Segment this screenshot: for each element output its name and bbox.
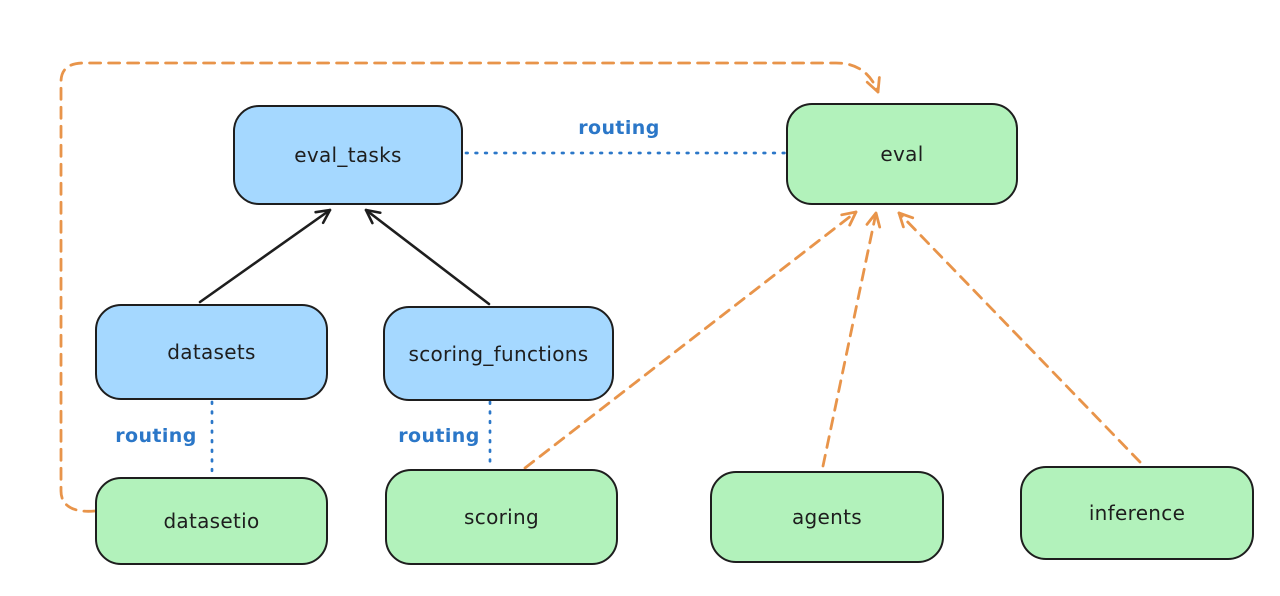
edge-label-routing-top: routing — [578, 117, 660, 139]
arrow-datasets-to-eval-tasks — [198, 208, 332, 304]
edge-label-routing-middle: routing — [398, 425, 480, 447]
dashed-arrow-scoring-to-eval — [523, 210, 858, 470]
edge-label-routing-left: routing — [115, 425, 197, 447]
node-scoring: scoring — [385, 469, 618, 565]
node-datasetio: datasetio — [95, 477, 328, 565]
node-agents: agents — [710, 471, 944, 563]
arrow-scoring-functions-to-eval-tasks — [364, 208, 491, 306]
node-eval-tasks: eval_tasks — [233, 105, 463, 205]
dashed-arrow-inference-to-eval — [897, 211, 1142, 464]
node-scoring-functions: scoring_functions — [383, 306, 614, 401]
node-datasets: datasets — [95, 304, 328, 400]
node-eval: eval — [786, 103, 1018, 205]
dashed-arrow-agents-to-eval — [821, 211, 882, 468]
dashed-arrow-datasetio-to-eval — [59, 61, 881, 513]
node-inference: inference — [1020, 466, 1254, 560]
